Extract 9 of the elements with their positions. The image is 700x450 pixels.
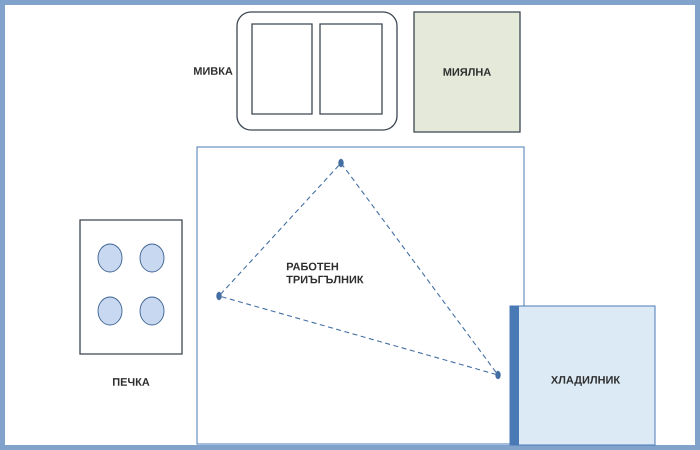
dashed-line xyxy=(222,296,496,375)
fridge-box: ХЛАДИЛНИК xyxy=(510,306,656,446)
node-label: МИВКА xyxy=(194,67,233,75)
stove-drawing: ПЕЧКА xyxy=(79,219,183,386)
sink-drawing: МИВКА xyxy=(194,11,398,131)
dashed-line xyxy=(220,165,340,294)
node-label: ПЕЧКА xyxy=(112,378,150,386)
dishwasher-box: МИЯЛНА xyxy=(413,11,521,133)
dashed-line xyxy=(342,165,496,373)
